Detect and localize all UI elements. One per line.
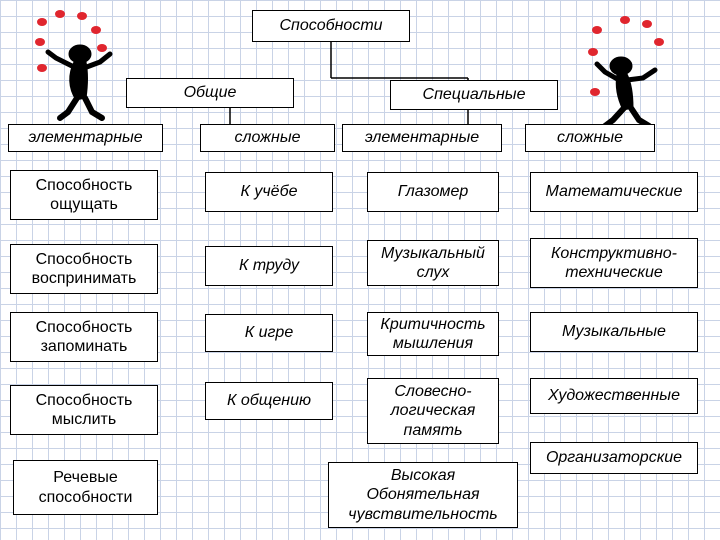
ability-mathematical: Математические bbox=[530, 172, 698, 212]
ability-organizational: Организаторские bbox=[530, 442, 698, 474]
group-general: Общие bbox=[126, 78, 294, 108]
juggler-figure-icon bbox=[588, 16, 664, 129]
ability-remember: Способность запоминать bbox=[10, 312, 158, 362]
group-special: Специальные bbox=[390, 80, 558, 110]
ability-eye-measure: Глазомер bbox=[367, 172, 499, 212]
ability-communication: К общению bbox=[205, 382, 333, 420]
ability-sense: Способность ощущать bbox=[10, 170, 158, 220]
ability-perceive: Способность воспринимать bbox=[10, 244, 158, 294]
ability-speech: Речевые способности bbox=[13, 460, 158, 515]
column-header-general-complex: сложные bbox=[200, 124, 335, 152]
ability-constructive-technical: Конструктивно- технические bbox=[530, 238, 698, 288]
ability-musical: Музыкальные bbox=[530, 312, 698, 352]
ability-olfactory-sensitivity: Высокая Обонятельная чувствительность bbox=[328, 462, 518, 528]
diagram-title: Способности bbox=[252, 10, 410, 42]
ability-musical-ear: Музыкальный слух bbox=[367, 240, 499, 286]
column-header-general-elementary: элементарные bbox=[8, 124, 163, 152]
ability-labor: К труду bbox=[205, 246, 333, 286]
ability-play: К игре bbox=[205, 314, 333, 352]
ability-artistic: Художественные bbox=[530, 378, 698, 414]
column-header-special-complex: сложные bbox=[525, 124, 655, 152]
column-header-special-elementary: элементарные bbox=[342, 124, 502, 152]
ability-critical-thinking: Критичность мышления bbox=[367, 312, 499, 356]
ability-verbal-logical-memory: Словесно- логическая память bbox=[367, 378, 499, 444]
ability-think: Способность мыслить bbox=[10, 385, 158, 435]
ability-learning: К учёбе bbox=[205, 172, 333, 212]
juggler-figure-icon bbox=[35, 10, 113, 121]
